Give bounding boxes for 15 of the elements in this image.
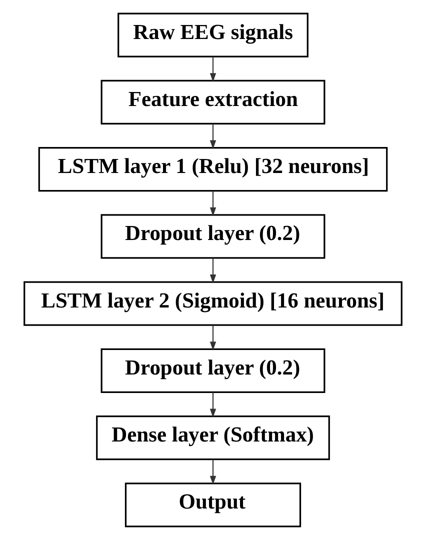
node-box: Raw EEG signals — [117, 12, 308, 58]
node-box: Dropout layer (0.2) — [100, 348, 325, 393]
node-box: LSTM layer 2 (Sigmoid) [16 neurons] — [23, 281, 402, 326]
arrow — [209, 392, 216, 418]
node-box: LSTM layer 1 (Relu) [32 neurons] — [38, 147, 388, 192]
node-box: Dropout layer (0.2) — [100, 214, 325, 259]
node-box: Output — [124, 482, 301, 528]
node-box: Feature extraction — [100, 80, 325, 124]
arrow — [209, 325, 216, 350]
arrow — [209, 191, 216, 216]
arrow — [209, 460, 216, 485]
node-box: Dense layer (Softmax) — [96, 416, 330, 460]
arrow — [209, 258, 216, 284]
arrow — [209, 124, 216, 150]
arrow — [209, 56, 216, 82]
